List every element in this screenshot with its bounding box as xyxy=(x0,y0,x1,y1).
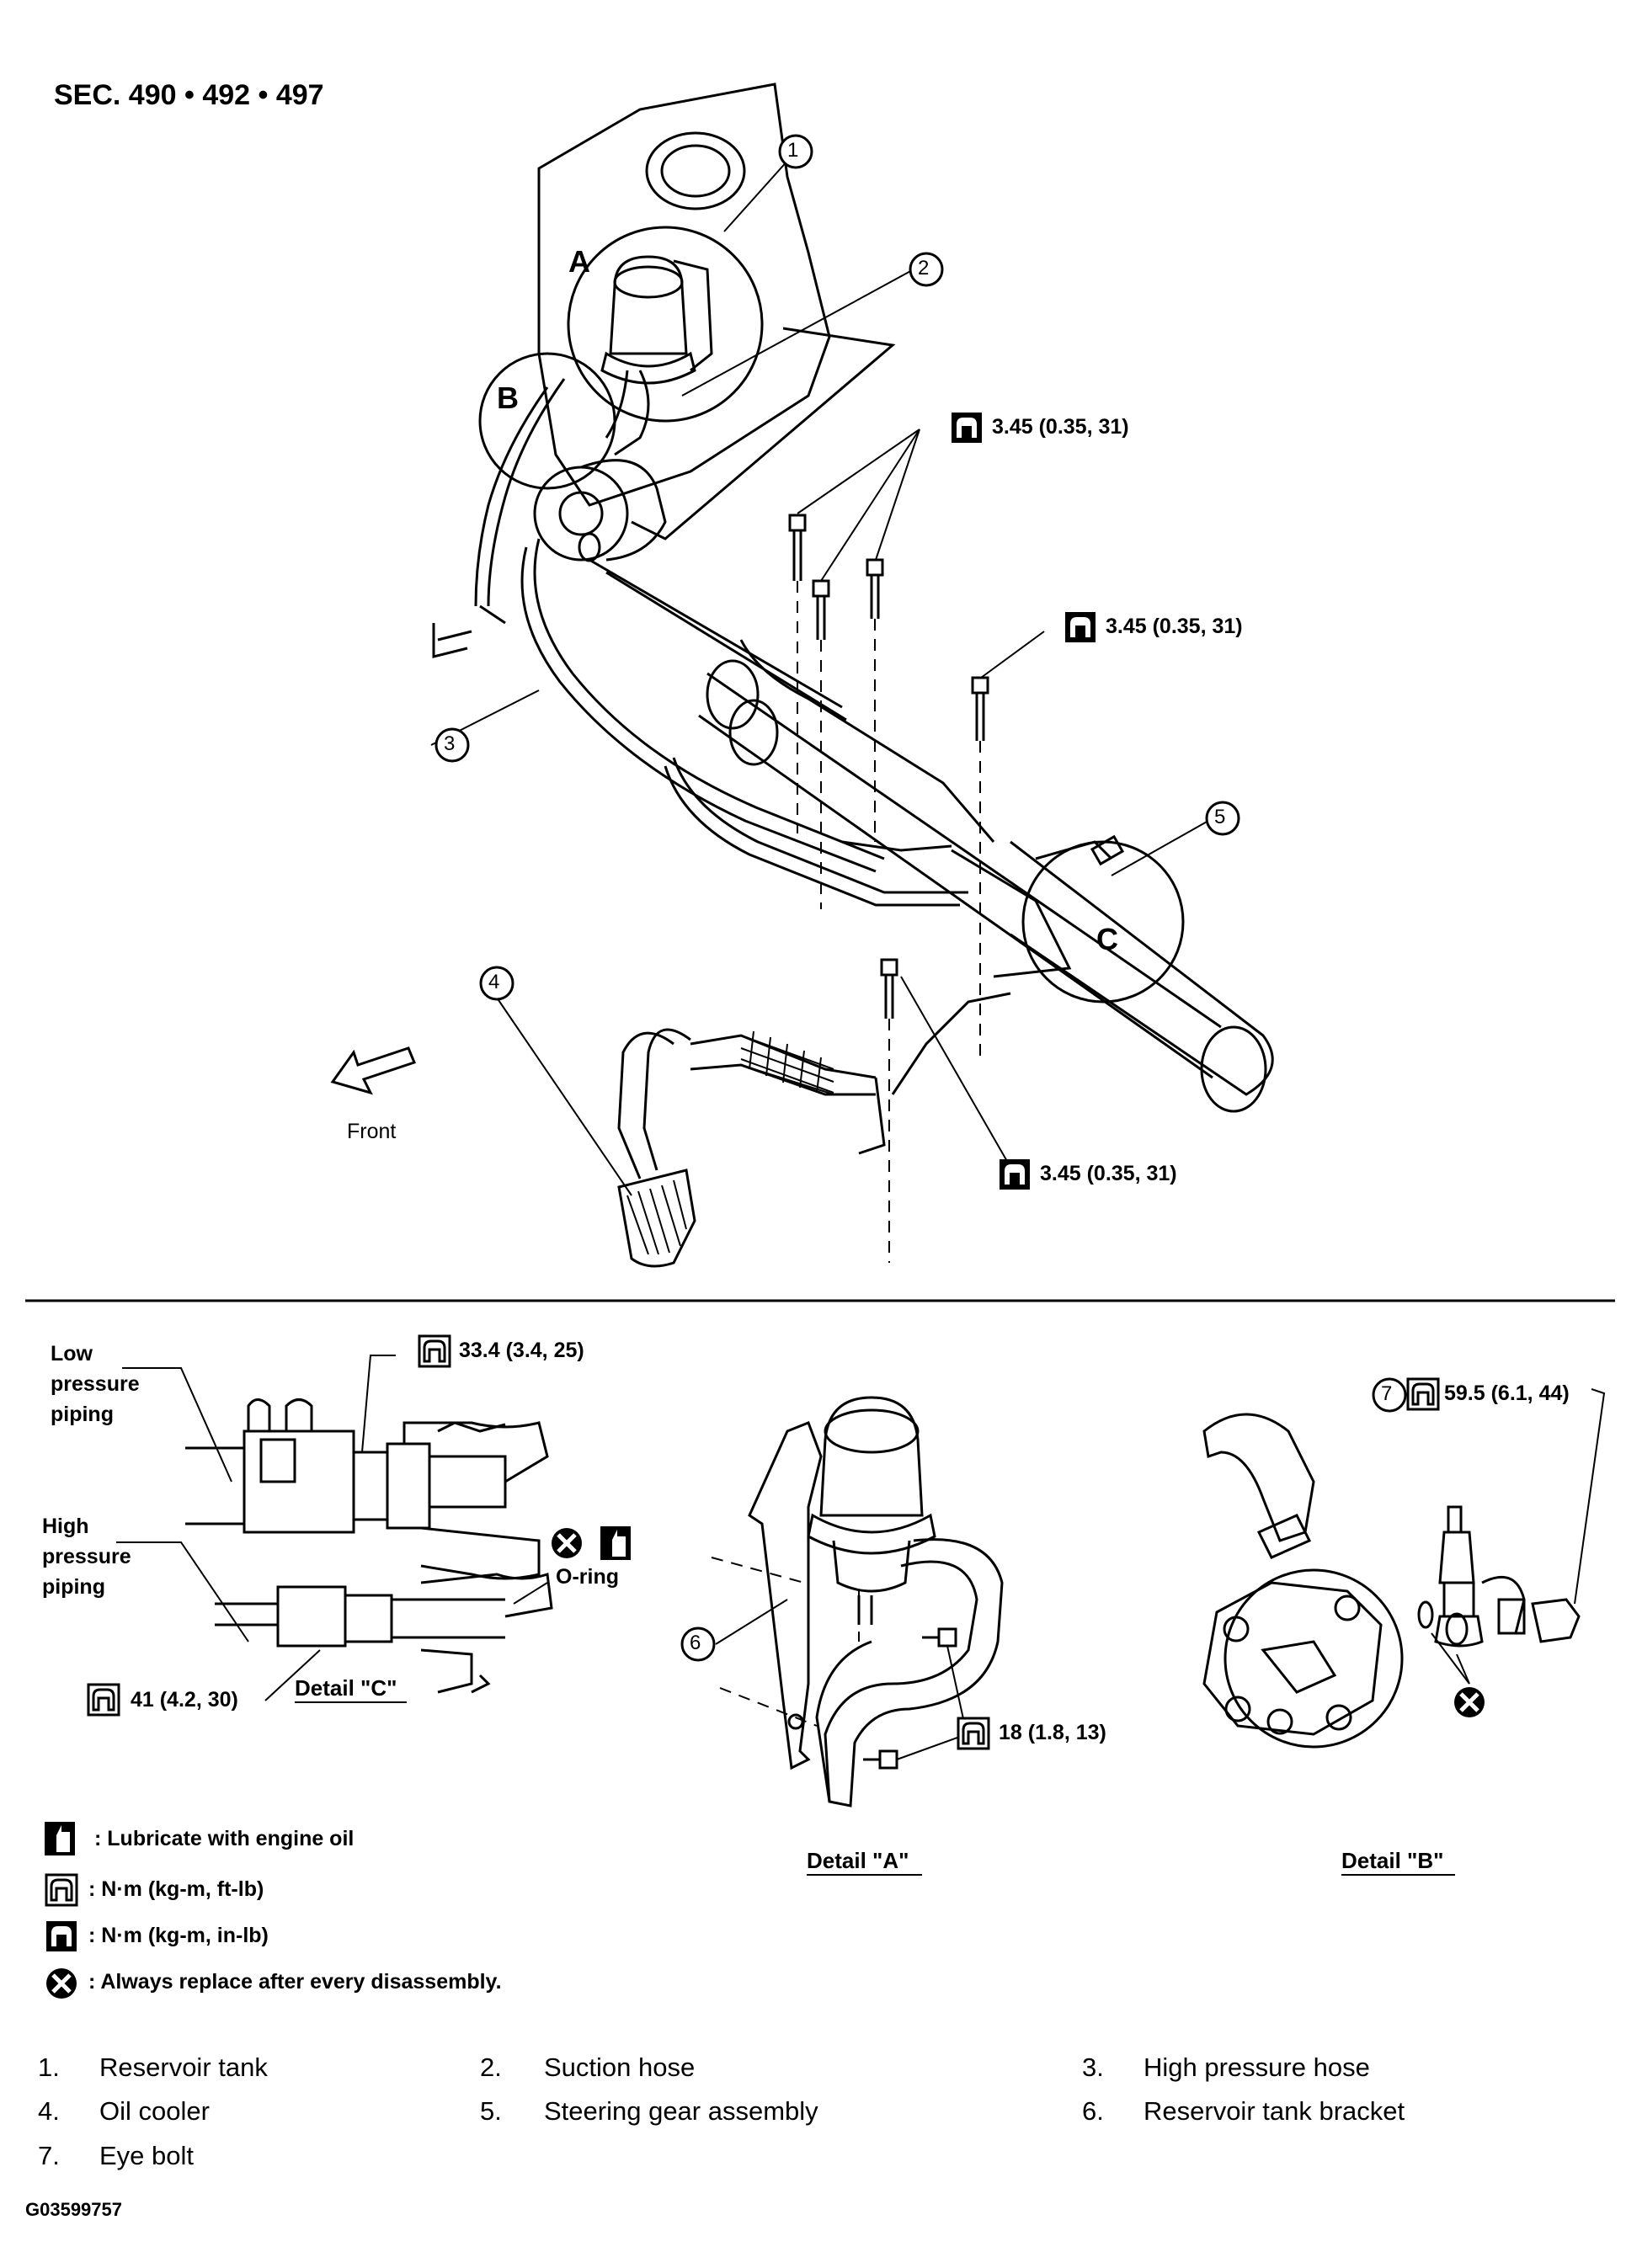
oil-cooler-body xyxy=(617,1169,696,1268)
section-title: SEC. 490 • 492 • 497 xyxy=(54,79,324,111)
high-pressure-label-2: pressure xyxy=(42,1545,131,1568)
wrench-socket-icon xyxy=(418,1334,451,1368)
oil-cooler-pipe xyxy=(617,1031,674,1179)
callout-4: 4 xyxy=(488,971,500,993)
detail-letter-b: B xyxy=(497,381,519,415)
figure-code: G03599757 xyxy=(25,2199,122,2220)
wrench-socket-icon xyxy=(45,1873,78,1907)
callout-2: 2 xyxy=(918,257,930,280)
suction-hose xyxy=(614,370,650,456)
part-name: Oil cooler xyxy=(99,2096,210,2126)
x-circle-icon xyxy=(552,1528,582,1558)
torque-detail-c-lower: 41 (4.2, 30) xyxy=(131,1688,238,1712)
detail-a-caption: Detail "A" xyxy=(807,1848,909,1873)
part-number: 2. xyxy=(480,2052,502,2082)
torque-top-bolts: 3.45 (0.35, 31) xyxy=(992,415,1129,439)
high-pressure-label-1: High xyxy=(42,1515,89,1538)
main-view xyxy=(330,83,1274,1268)
part-name: Reservoir tank bracket xyxy=(1144,2096,1405,2126)
front-label: Front xyxy=(347,1120,397,1143)
part-name: High pressure hose xyxy=(1144,2052,1370,2082)
callout-circle xyxy=(680,1626,716,1662)
callout-circle xyxy=(1372,1377,1407,1413)
wrench-socket-icon xyxy=(957,1717,990,1750)
high-pressure-hose xyxy=(533,538,885,860)
oil-can-icon xyxy=(600,1526,631,1560)
detail-letter-c: C xyxy=(1096,922,1118,956)
part-number: 4. xyxy=(38,2096,60,2126)
detail-b-caption: Detail "B" xyxy=(1341,1848,1444,1873)
callout-1: 1 xyxy=(787,139,799,162)
torque-right-bolt: 3.45 (0.35, 31) xyxy=(1106,615,1243,638)
panel-hole xyxy=(645,131,746,210)
part-name: Suction hose xyxy=(544,2052,696,2082)
legend-nm-inlb: : N·m (kg-m, in-lb) xyxy=(88,1924,269,1947)
wrench-socket-icon xyxy=(1406,1377,1440,1411)
filled-wrench-socket-icon xyxy=(46,1921,77,1951)
detail-a-circle xyxy=(567,226,764,423)
part-number: 6. xyxy=(1082,2096,1104,2126)
detail-c-caption: Detail "C" xyxy=(295,1675,397,1701)
oil-can-icon xyxy=(45,1822,75,1855)
callout-5: 5 xyxy=(1214,806,1226,828)
low-pressure-label-3: piping xyxy=(51,1403,114,1426)
legend-replace: : Always replace after every disassembly… xyxy=(88,1970,502,1994)
part-number: 3. xyxy=(1082,2052,1104,2082)
callout-circles xyxy=(434,134,1240,1001)
part-name: Reservoir tank xyxy=(99,2052,268,2082)
pump-pulley xyxy=(533,466,629,562)
body-panel xyxy=(537,83,831,507)
part-name: Eye bolt xyxy=(99,2141,195,2170)
x-circle-icon xyxy=(46,1968,77,1999)
bolts xyxy=(788,514,989,1019)
callout-3: 3 xyxy=(444,732,456,755)
front-arrow xyxy=(330,1046,416,1095)
detail-b-artwork xyxy=(1202,1388,1606,1749)
part-number: 5. xyxy=(480,2096,502,2126)
filled-wrench-socket-icon xyxy=(1065,612,1096,642)
detail-c-artwork xyxy=(116,1355,553,1701)
part-name: Steering gear assembly xyxy=(544,2096,818,2126)
low-pressure-label-1: Low xyxy=(51,1342,93,1366)
filled-wrench-socket-icon xyxy=(952,413,982,443)
legend-lubricate: : Lubricate with engine oil xyxy=(94,1827,355,1850)
x-circle-icon xyxy=(1454,1687,1485,1717)
steering-gear xyxy=(698,672,1222,1079)
torque-detail-a: 18 (1.8, 13) xyxy=(999,1721,1106,1744)
filled-wrench-socket-icon xyxy=(1000,1159,1030,1190)
rack-end xyxy=(1200,1025,1267,1113)
low-pressure-label-2: pressure xyxy=(51,1372,140,1396)
callout-7: 7 xyxy=(1381,1382,1393,1405)
torque-lower-bolt: 3.45 (0.35, 31) xyxy=(1040,1162,1177,1185)
part-number: 1. xyxy=(38,2052,60,2082)
wrench-socket-icon xyxy=(87,1683,120,1717)
legend-nm-ftlb: : N·m (kg-m, ft-lb) xyxy=(88,1877,264,1901)
detail-a-artwork xyxy=(711,1396,1004,1807)
torque-detail-b: 59.5 (6.1, 44) xyxy=(1444,1382,1570,1405)
detail-letter-a: A xyxy=(568,244,590,279)
callout-6: 6 xyxy=(690,1632,701,1654)
high-pressure-label-3: piping xyxy=(42,1575,105,1599)
o-ring-label: O-ring xyxy=(556,1565,619,1589)
part-number: 7. xyxy=(38,2141,60,2170)
torque-detail-c-upper: 33.4 (3.4, 25) xyxy=(459,1339,584,1362)
